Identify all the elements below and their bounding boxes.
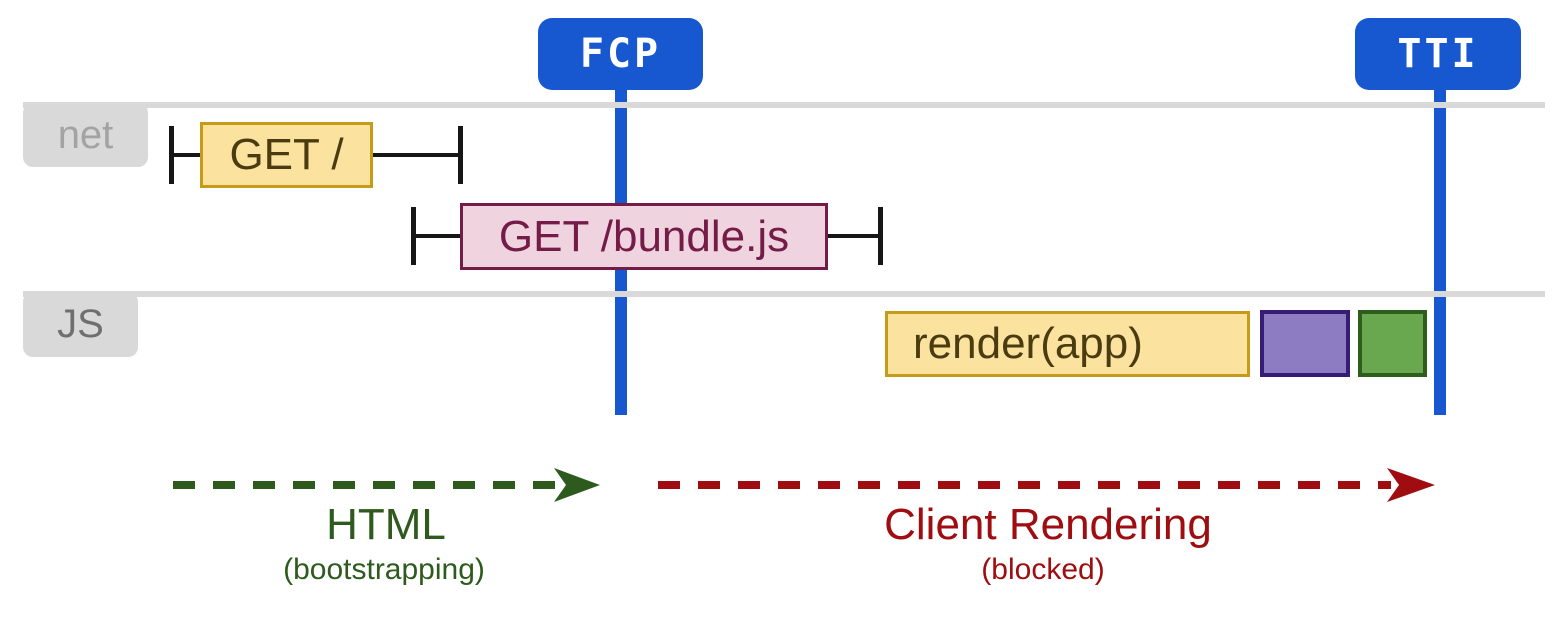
client-rendering-phase-sublabel: (blocked) xyxy=(981,553,1105,586)
arrowhead-right-icon xyxy=(1387,468,1435,502)
client-rendering-phase-arrow xyxy=(658,468,1435,502)
tti-marker-line xyxy=(1434,88,1446,415)
js-lane-line xyxy=(23,291,1545,297)
net-lane-label: net xyxy=(23,103,148,167)
get-root-left-whisker-tick xyxy=(169,126,174,184)
get-bundle-right-whisker-line xyxy=(828,234,878,238)
get-bundle-span-label: GET /bundle.js xyxy=(498,211,790,261)
get-bundle-right-whisker-tick xyxy=(878,207,883,265)
render-app-task: render(app) xyxy=(885,311,1250,377)
arrowhead-right-icon xyxy=(554,468,600,502)
js-lane-label-text: JS xyxy=(57,302,104,346)
get-bundle-span: GET /bundle.js xyxy=(460,203,828,270)
tti-badge: TTI xyxy=(1355,18,1521,90)
html-phase-sublabel: (bootstrapping) xyxy=(283,553,485,586)
purple-task xyxy=(1260,310,1350,377)
fcp-badge: FCP xyxy=(538,18,703,90)
green-task xyxy=(1358,310,1427,377)
get-root-span: GET / xyxy=(200,122,373,188)
get-bundle-left-whisker-line xyxy=(416,234,460,238)
client-rendering-phase-label: Client Rendering xyxy=(884,500,1212,549)
net-lane-label-text: net xyxy=(57,112,114,157)
fcp-badge-label: FCP xyxy=(579,31,662,77)
get-root-right-whisker-line xyxy=(373,153,458,157)
render-app-task-label: render(app) xyxy=(913,319,1143,368)
html-phase-label: HTML xyxy=(326,500,446,549)
js-lane-label: JS xyxy=(23,292,138,357)
get-root-left-whisker-line xyxy=(174,153,200,157)
get-root-span-label: GET / xyxy=(229,130,344,179)
tti-badge-label: TTI xyxy=(1397,31,1479,77)
get-root-right-whisker-tick xyxy=(458,126,463,184)
html-phase-arrow xyxy=(173,468,600,502)
net-lane-line xyxy=(23,102,1545,108)
get-bundle-left-whisker-tick xyxy=(411,207,416,265)
